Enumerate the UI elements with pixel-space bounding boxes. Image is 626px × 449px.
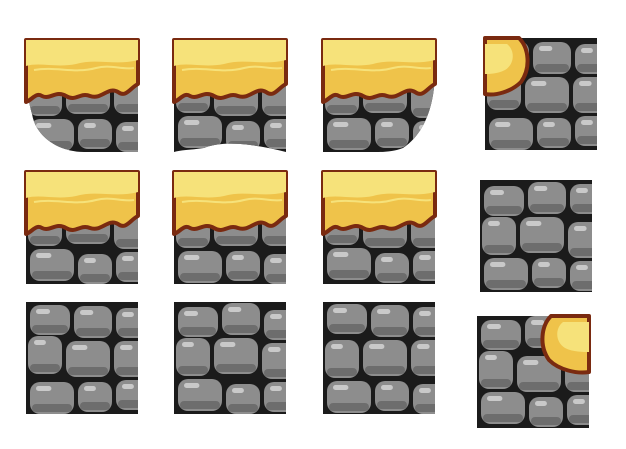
stone-sand-cap-tile-icon (24, 38, 140, 152)
tile-stone-middle (174, 302, 286, 414)
stone-tile-icon (174, 302, 286, 414)
stone-sand-cap-tile-icon (321, 170, 437, 284)
tile-corner-sand-top-right (477, 314, 591, 428)
stone-tile-icon (323, 302, 435, 414)
stone-sand-cap-tile-icon (172, 38, 288, 152)
tile-corner-sand-top-left (483, 36, 597, 150)
tile-grass-top-left-rounded (24, 38, 140, 152)
tile-grass-top-middle-b (172, 170, 288, 284)
tile-grass-top-left (24, 170, 140, 284)
tile-grass-top-right (321, 170, 437, 284)
stone-sand-corner-tile-icon (483, 36, 597, 150)
stone-tile-icon (480, 180, 592, 292)
stone-sand-cap-tile-icon (321, 38, 437, 152)
tile-grass-top-middle-a (172, 38, 288, 152)
tile-stone-right (323, 302, 435, 414)
tile-grass-top-right-rounded (321, 38, 437, 152)
stone-sand-corner-tile-icon (477, 314, 591, 428)
tile-stone-fill (480, 180, 592, 292)
tile-stone-left (26, 302, 138, 414)
stone-sand-cap-tile-icon (24, 170, 140, 284)
stone-tile-icon (26, 302, 138, 414)
stone-sand-cap-tile-icon (172, 170, 288, 284)
